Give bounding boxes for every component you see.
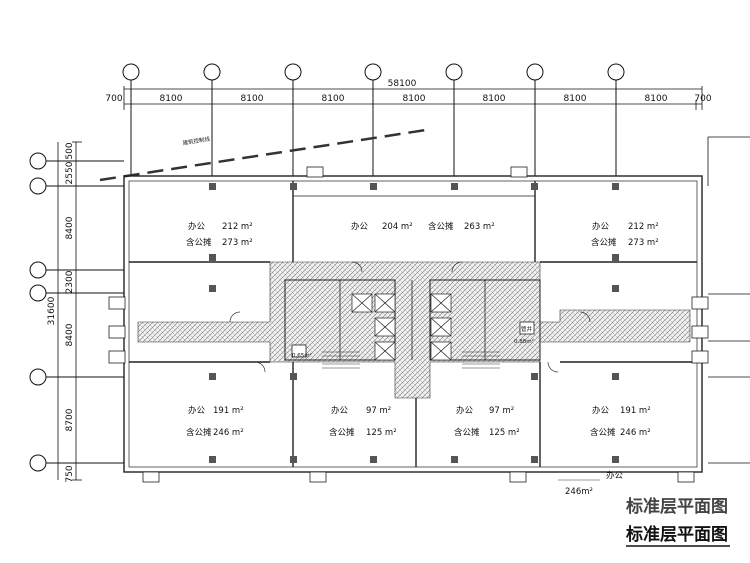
room-name: 办公 (456, 405, 474, 416)
dim-total-width: 58100 (388, 79, 417, 89)
top-axis-bubbles (122, 63, 625, 176)
dim-top-seg: 700 (105, 94, 122, 104)
top-dimension-lines (123, 86, 703, 110)
dim-top-seg: 8100 (645, 94, 668, 104)
dim-top-seg: 8100 (160, 94, 183, 104)
dim-left-seg: 2550 (65, 161, 75, 184)
room-label2: 含公摊 (454, 427, 480, 438)
room-area2: 246 m² (620, 428, 651, 438)
dim-total-height: 31600 (47, 296, 57, 325)
room-area: 97 m² (366, 406, 391, 416)
setback-line-label: 建筑控制线 (182, 135, 211, 147)
room-label2: 含公摊 (186, 427, 212, 438)
room-name: 办公 (188, 405, 206, 416)
room-label2: 含公摊 (591, 237, 617, 248)
room-name: 办公 (331, 405, 349, 416)
title-ghost: 标准层平面图 (626, 496, 728, 517)
building-walls (123, 175, 703, 473)
shaft-area-right: 0.88m² (514, 338, 534, 345)
room-label2: 含公摊 (186, 237, 212, 248)
left-axis-bubbles (29, 152, 124, 472)
stray-label: 办公 (606, 470, 624, 481)
room-area: 212 m² (222, 222, 253, 232)
elevator-shafts (351, 293, 452, 361)
left-dimension-lines (57, 141, 82, 481)
room-area2: 125 m² (366, 428, 397, 438)
room-name: 办公 (592, 405, 610, 416)
room-area: 97 m² (489, 406, 514, 416)
shaft-area-left: 0.65m² (292, 352, 312, 359)
dim-left-seg: 8400 (65, 323, 75, 346)
structural-columns (209, 183, 619, 463)
dim-top-seg: 8100 (403, 94, 426, 104)
extra-area-label: 246m² (565, 487, 593, 497)
dim-top-seg: 8100 (564, 94, 587, 104)
dim-top-seg: 700 (694, 94, 711, 104)
dim-left-seg: 2300 (65, 270, 75, 293)
stairs (322, 351, 500, 369)
dim-top-seg: 8100 (322, 94, 345, 104)
room-upper-center-left: 办公 204 m² (351, 221, 413, 232)
core-corridor-hatch (137, 261, 691, 399)
room-area: 191 m² (620, 406, 651, 416)
room-area2: 246 m² (213, 428, 244, 438)
room-area: 191 m² (213, 406, 244, 416)
dim-left-seg: 500 (65, 142, 75, 159)
room-name: 办公 (188, 221, 206, 232)
room-label2: 含公摊 (329, 427, 355, 438)
dim-left-seg: 8400 (65, 216, 75, 239)
room-upper-center-right: 含公摊 263 m² (428, 221, 495, 232)
room-lower-center-left: 办公 97 m² 含公摊 125 m² (329, 405, 397, 438)
room-name: 办公 (351, 221, 369, 232)
room-lower-left: 办公 191 m² 含公摊 246 m² (186, 405, 244, 438)
right-axis-stubs (707, 136, 750, 464)
side-pods (108, 166, 709, 483)
small-room-label: 管井 (521, 325, 533, 333)
dim-left-seg: 750 (65, 465, 75, 482)
room-name: 办公 (592, 221, 610, 232)
dim-top-seg: 8100 (241, 94, 264, 104)
room-area: 212 m² (628, 222, 659, 232)
room-lower-center-right: 办公 97 m² 含公摊 125 m² (454, 405, 520, 438)
room-lower-right: 办公 191 m² 含公摊 246 m² (590, 405, 651, 438)
room-area2: 273 m² (222, 238, 253, 248)
door-swings (229, 261, 591, 373)
room-area: 204 m² (382, 222, 413, 232)
room-area2: 273 m² (628, 238, 659, 248)
room-upper-left: 办公 212 m² 含公摊 273 m² (186, 221, 253, 248)
room-upper-right: 办公 212 m² 含公摊 273 m² (591, 221, 659, 248)
dim-left-seg: 8700 (65, 408, 75, 431)
drawing-title: 标准层平面图 (626, 524, 728, 545)
room-area2: 125 m² (489, 428, 520, 438)
room-name: 含公摊 (428, 221, 454, 232)
dim-top-seg: 8100 (483, 94, 506, 104)
setback-dashed-line (99, 128, 427, 182)
room-area: 263 m² (464, 222, 495, 232)
room-label2: 含公摊 (590, 427, 616, 438)
